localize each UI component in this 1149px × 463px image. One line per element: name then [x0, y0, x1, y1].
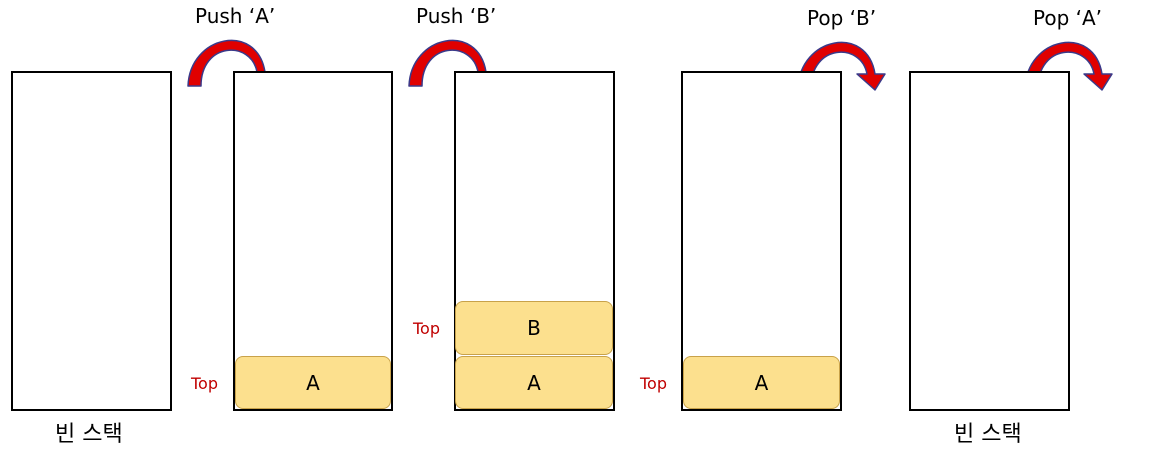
- caption-empty-stack-final: 빈 스택: [954, 422, 1022, 447]
- stack-container-empty-final: [909, 71, 1070, 411]
- operation-label-push-b: Push ‘B’: [416, 4, 497, 28]
- operation-label-push-a: Push ‘A’: [195, 4, 276, 28]
- stack-container-pop-b: [681, 71, 842, 411]
- stack-container-push-a: [233, 71, 393, 411]
- stack-item-b: B: [455, 301, 613, 355]
- pop-arrow-icon: [1024, 41, 1113, 91]
- stack-container-empty-initial: [11, 71, 172, 411]
- top-pointer-label: Top: [640, 374, 667, 393]
- operation-label-pop-a: Pop ‘A’: [1033, 6, 1103, 30]
- stack-item-a: A: [683, 356, 840, 409]
- operation-label-pop-b: Pop ‘B’: [807, 6, 877, 30]
- stack-item-a: A: [235, 356, 391, 409]
- pop-arrow-icon: [797, 41, 886, 91]
- top-pointer-label: Top: [413, 319, 440, 338]
- top-pointer-label: Top: [191, 374, 218, 393]
- caption-empty-stack-initial: 빈 스택: [55, 422, 123, 447]
- stack-item-a: A: [455, 356, 613, 409]
